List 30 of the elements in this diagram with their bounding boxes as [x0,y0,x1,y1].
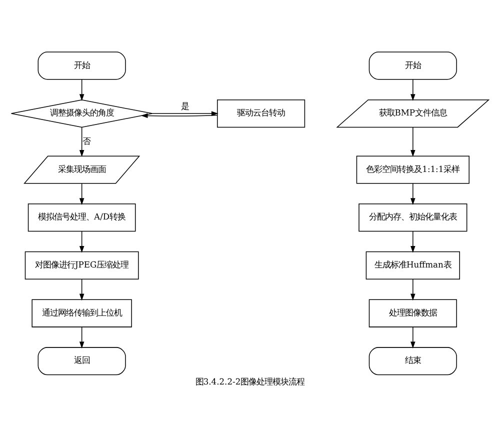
arrow [79,78,84,100]
arrow [410,182,416,204]
arrow [140,112,218,118]
arrow [79,326,84,348]
arrow [79,182,84,204]
node-box: 开始 [368,51,457,80]
node-box: 分配内存、初始化量化表 [358,203,468,232]
arrow [410,230,416,252]
node-box: 处理图像数据 [368,298,457,327]
arrow [152,110,218,116]
arrow [410,78,416,100]
arrow [410,126,416,156]
node-box: 模拟信号处理、A/D转换 [28,203,136,232]
node-diamond: 调整摄像头的角度 [10,99,153,128]
node-box: 开始 [38,51,126,80]
arrow [79,278,84,300]
node-box: 生成标准Huffman表 [366,250,460,279]
node-box: 对图像进行JPEG压缩处理 [24,250,139,279]
arrow [410,326,416,348]
node-box: 驱动云台转动 [217,99,306,128]
arrow [410,278,416,300]
caption: 图3.4.2.2-2图像处理模块流程 [195,376,305,386]
node-box: 结束 [368,346,457,375]
arrow [79,230,84,252]
node-box: 通过网络传输到上位机 [32,298,132,327]
edge-label: 是 [180,100,189,110]
node-box: 色彩空间转换及1:1:1采样 [356,155,470,184]
edge-label: 否 [82,135,90,146]
arrow [79,126,84,156]
node-box: 返回 [38,346,126,375]
